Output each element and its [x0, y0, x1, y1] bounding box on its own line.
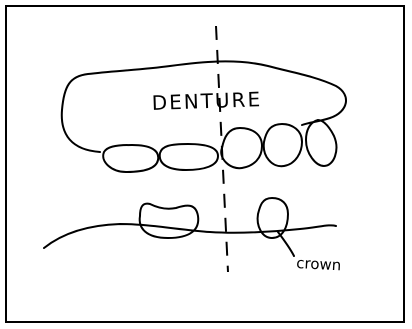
upper-tooth-3: [221, 128, 262, 168]
upper-tooth-4: [264, 124, 302, 166]
midline-dashed: [216, 26, 228, 272]
crown-pointer: [278, 232, 294, 256]
upper-tooth-5: [306, 120, 336, 166]
denture-label: DENTURE: [151, 87, 262, 115]
lower-gum-line: [44, 224, 336, 248]
crown-label: crown: [296, 254, 342, 274]
upper-tooth-1: [103, 145, 158, 172]
lower-tooth: [140, 204, 199, 238]
upper-tooth-2: [160, 144, 218, 170]
outer-border: [6, 6, 404, 322]
